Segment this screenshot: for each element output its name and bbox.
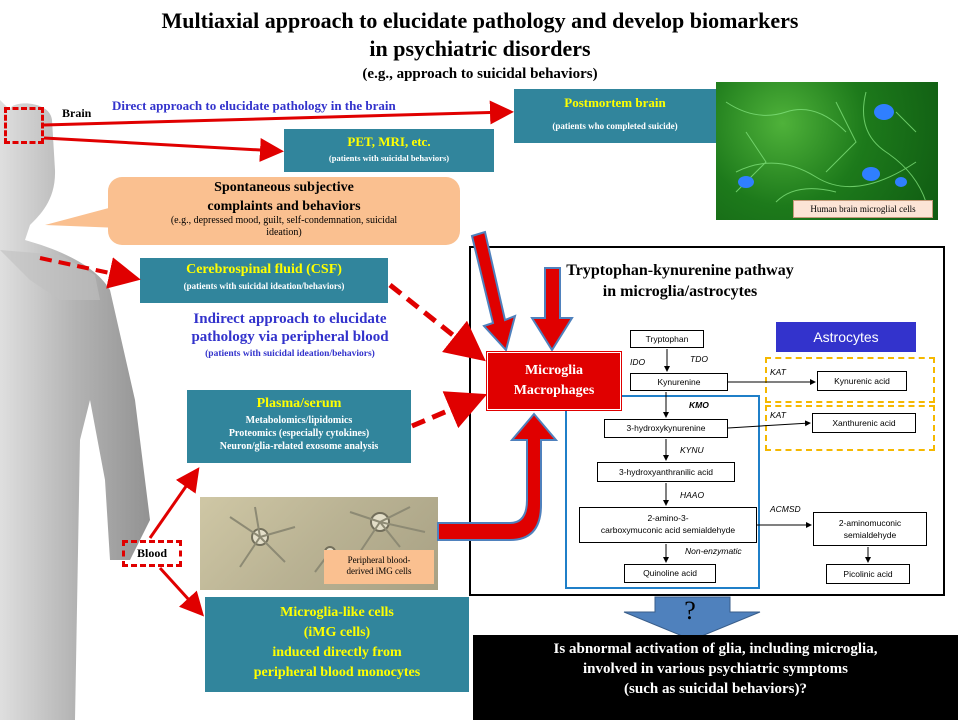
plasma-item3: Neuron/glia-related exosome analysis	[219, 441, 379, 452]
img-cells-box: Microglia-like cells (iMG cells) induced…	[205, 597, 469, 692]
microglia-image	[716, 82, 938, 220]
microglia-macrophages-box: Microglia Macrophages	[486, 351, 622, 411]
picolinic-acid-box: Picolinic acid	[826, 564, 910, 584]
enzyme-non-enzymatic: Non-enzymatic	[685, 546, 742, 556]
conclusion-line2: involved in various psychiatric symptoms	[582, 661, 849, 677]
quinoline-acid-box: Quinoline acid	[624, 564, 716, 583]
img-box-line4: peripheral blood monocytes	[253, 665, 421, 680]
acms-line1: 2-amino-3-	[647, 513, 689, 523]
aminomuconic-line1: 2-aminomuconic	[838, 518, 902, 528]
pet-title: PET, MRI, etc.	[347, 134, 431, 149]
complaints-sub2: ideation)	[266, 227, 302, 238]
conclusion-line1: Is abnormal activation of glia, includin…	[553, 641, 878, 657]
indirect-line1: Indirect approach to elucidate	[193, 311, 387, 327]
img-cells-label-line2: derived iMG cells	[346, 566, 412, 576]
postmortem-brain-box: Postmortem brain (patients who completed…	[514, 89, 716, 143]
pathway-title-line2: in microglia/astrocytes	[602, 283, 758, 300]
csf-box: Cerebrospinal fluid (CSF) (patients with…	[140, 258, 388, 303]
plasma-item1: Metabolomics/lipidomics	[245, 415, 353, 426]
pet-sub: (patients with suicidal behaviors)	[328, 153, 450, 163]
kynurenic-acid-box: Kynurenic acid	[817, 371, 907, 391]
kynurenine-box: Kynurenine	[630, 373, 728, 391]
complaints-sub1: (e.g., depressed mood, guilt, self-conde…	[170, 215, 398, 226]
question-mark: ?	[684, 596, 696, 625]
postmortem-title: Postmortem brain	[564, 95, 666, 110]
main-title-line2: in psychiatric disorders	[369, 36, 591, 61]
pathway-title: Tryptophan-kynurenine pathway in microgl…	[545, 260, 815, 302]
brain-label: Brain	[62, 106, 92, 120]
acms-box: 2-amino-3- carboxymuconic acid semialdeh…	[579, 507, 757, 543]
enzyme-tdo: TDO	[690, 354, 708, 364]
enzyme-haao: HAAO	[680, 490, 705, 500]
macrophages-label: Macrophages	[513, 383, 595, 398]
pathway-title-line1: Tryptophan-kynurenine pathway	[566, 262, 794, 279]
img-box-line1: Microglia-like cells	[280, 605, 394, 620]
pet-mri-box: PET, MRI, etc. (patients with suicidal b…	[284, 129, 494, 172]
hydroxykynurenine-box: 3-hydroxykynurenine	[604, 419, 728, 438]
img-box-line3: induced directly from	[272, 645, 402, 660]
img-cells-label: Peripheral blood- derived iMG cells	[324, 550, 434, 584]
plasma-title: Plasma/serum	[256, 396, 342, 411]
astrocytes-label: Astrocytes	[776, 322, 916, 352]
plasma-box: Plasma/serum Metabolomics/lipidomics Pro…	[187, 390, 411, 463]
img-box-line2: (iMG cells)	[303, 625, 371, 640]
main-subtitle: (e.g., approach to suicidal behaviors)	[362, 66, 598, 82]
postmortem-sub: (patients who completed suicide)	[552, 121, 678, 131]
indirect-line2: pathology via peripheral blood	[191, 329, 389, 345]
aminomuconic-box: 2-aminomuconic semialdehyde	[813, 512, 927, 546]
plasma-item2: Proteomics (especially cytokines)	[228, 428, 370, 439]
microglia-pathway-frame	[565, 395, 760, 589]
aminomuconic-line2: semialdehyde	[843, 530, 897, 540]
conclusion-question-box: Is abnormal activation of glia, includin…	[473, 635, 958, 720]
enzyme-acmsd: ACMSD	[770, 504, 801, 514]
direct-approach-text: Direct approach to elucidate pathology i…	[112, 98, 396, 113]
xanthurenic-acid-box: Xanthurenic acid	[812, 413, 916, 433]
indirect-sub: (patients with suicidal ideation/behavio…	[205, 349, 375, 359]
astrocyte-frame-1	[765, 357, 935, 403]
csf-sub: (patients with suicidal ideation/behavio…	[183, 281, 345, 291]
enzyme-kmo: KMO	[689, 400, 709, 410]
conclusion-line3: (such as suicidal behaviors)?	[624, 681, 807, 697]
tryptophan-box: Tryptophan	[630, 330, 704, 348]
enzyme-kat-2: KAT	[770, 410, 786, 420]
enzyme-ido: IDO	[630, 357, 646, 367]
enzyme-kynu: KYNU	[680, 445, 704, 455]
blood-label: Blood	[122, 540, 182, 567]
indirect-approach-text: Indirect approach to elucidate pathology…	[150, 310, 430, 346]
img-cells-label-line1: Peripheral blood-	[347, 555, 411, 565]
acms-line2: carboxymuconic acid semialdehyde	[600, 525, 736, 535]
csf-title: Cerebrospinal fluid (CSF)	[186, 262, 342, 277]
microglia-image-label: Human brain microglial cells	[793, 200, 933, 218]
hydroxyanthranilic-box: 3-hydroxyanthranilic acid	[597, 462, 735, 482]
brain-dashed-box	[4, 107, 44, 144]
complaints-title2: complaints and behaviors	[207, 199, 361, 214]
complaints-title1: Spontaneous subjective	[214, 180, 354, 195]
enzyme-kat-1: KAT	[770, 367, 786, 377]
main-title-line1: Multiaxial approach to elucidate patholo…	[161, 8, 799, 33]
microglia-label: Microglia	[524, 363, 584, 378]
complaints-callout: Spontaneous subjective complaints and be…	[108, 177, 460, 245]
